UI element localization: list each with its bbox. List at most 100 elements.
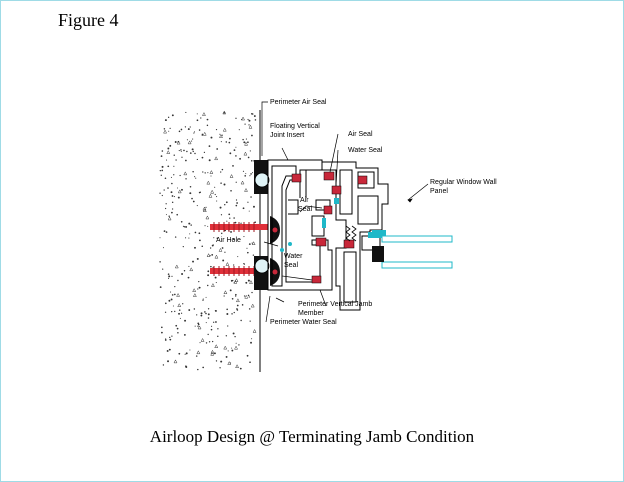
concrete-speck: [242, 170, 245, 172]
concrete-speck: [198, 286, 201, 289]
concrete-speck: [247, 294, 250, 297]
concrete-speck: [205, 342, 208, 344]
concrete-speck: [231, 349, 234, 352]
seal-d: [343, 239, 355, 249]
concrete-speck: [171, 195, 174, 197]
concrete-speck: [198, 281, 200, 283]
concrete-speck: [238, 344, 240, 346]
aggregate-mark: [210, 349, 215, 354]
concrete-speck: [239, 367, 242, 370]
concrete-speck: [188, 265, 190, 267]
concrete-speck: [200, 314, 203, 317]
aggregate-mark: [222, 127, 227, 132]
concrete-speck: [199, 239, 201, 242]
concrete-speck: [183, 334, 186, 336]
concrete-speck: [188, 222, 191, 225]
aggregate-mark: [189, 267, 194, 272]
concrete-speck: [176, 327, 179, 330]
concrete-speck: [171, 114, 174, 117]
concrete-speck: [181, 156, 183, 158]
concrete-speck: [189, 192, 192, 195]
concrete-speck: [160, 174, 162, 176]
concrete-speck: [196, 119, 199, 122]
concrete-speck: [236, 309, 239, 311]
concrete-speck: [174, 236, 177, 238]
aggregate-mark: [249, 280, 253, 284]
label-water-seal-low-2: Seal: [284, 262, 298, 269]
label-water-seal-top: Water Seal: [348, 147, 383, 154]
concrete-speck: [191, 197, 193, 200]
concrete-speck: [223, 183, 226, 186]
concrete-speck: [189, 126, 191, 128]
concrete-speck: [188, 309, 191, 311]
concrete-speck: [195, 355, 198, 357]
concrete-speck: [207, 308, 210, 310]
concrete-speck: [190, 224, 192, 226]
concrete-speck: [202, 366, 205, 369]
label-floating-insert-2: Joint Insert: [270, 132, 304, 139]
concrete-speck: [216, 196, 218, 198]
concrete-speck: [160, 155, 163, 157]
concrete-speck: [173, 293, 176, 296]
concrete-speck: [212, 321, 215, 323]
concrete-speck: [220, 214, 223, 216]
concrete-speck: [194, 152, 196, 155]
concrete-speck: [233, 149, 236, 152]
concrete-speck: [243, 263, 245, 265]
concrete-speck: [161, 150, 164, 152]
concrete-speck: [166, 350, 169, 352]
concrete-speck: [201, 156, 204, 159]
concrete-speck: [232, 238, 235, 240]
concrete-speck: [173, 165, 175, 167]
concrete-speck: [248, 308, 251, 310]
concrete-speck: [211, 244, 214, 247]
anchor-screw-lower: [210, 266, 268, 276]
aggregate-mark: [236, 298, 240, 303]
anchor-screw-upper: [210, 222, 268, 232]
concrete-speck: [225, 335, 228, 337]
concrete-speck: [226, 220, 228, 222]
concrete-speck: [225, 141, 228, 143]
concrete-speck: [235, 204, 238, 207]
concrete-speck: [229, 289, 232, 292]
concrete-speck: [184, 126, 187, 128]
concrete-speck: [178, 130, 181, 133]
concrete-speck: [231, 313, 233, 315]
aggregate-mark: [210, 351, 215, 356]
concrete-speck: [220, 141, 222, 143]
concrete-speck: [204, 311, 206, 313]
aggregate-mark: [183, 171, 188, 176]
concrete-speck: [197, 325, 199, 327]
aggregate-mark: [214, 344, 219, 348]
concrete-speck: [171, 208, 174, 210]
concrete-speck: [239, 157, 241, 160]
concrete-speck: [235, 155, 237, 157]
aggregate-mark: [250, 303, 255, 308]
concrete-speck: [161, 326, 163, 329]
concrete-speck: [251, 172, 254, 174]
aggregate-mark: [177, 189, 182, 194]
concrete-speck: [223, 111, 226, 114]
concrete-speck: [194, 231, 197, 234]
concrete-speck: [219, 367, 221, 369]
aggregate-mark: [192, 293, 197, 297]
concrete-speck: [250, 196, 252, 198]
concrete-speck: [166, 159, 168, 161]
concrete-speck: [179, 174, 181, 177]
concrete-speck: [220, 171, 222, 173]
concrete-speck: [230, 279, 233, 282]
concrete-speck: [251, 134, 253, 137]
concrete-speck: [211, 340, 214, 343]
concrete-speck: [191, 140, 193, 142]
concrete-speck: [204, 225, 206, 227]
aggregate-mark: [202, 131, 207, 136]
concrete-speck: [251, 338, 253, 340]
concrete-speck: [196, 314, 198, 316]
concrete-speck: [165, 214, 167, 216]
concrete-speck: [162, 364, 165, 366]
concrete-speck: [226, 313, 229, 316]
concrete-speck: [233, 264, 235, 266]
concrete-speck: [200, 117, 202, 119]
concrete-speck: [244, 123, 246, 125]
concrete-speck: [161, 331, 163, 334]
